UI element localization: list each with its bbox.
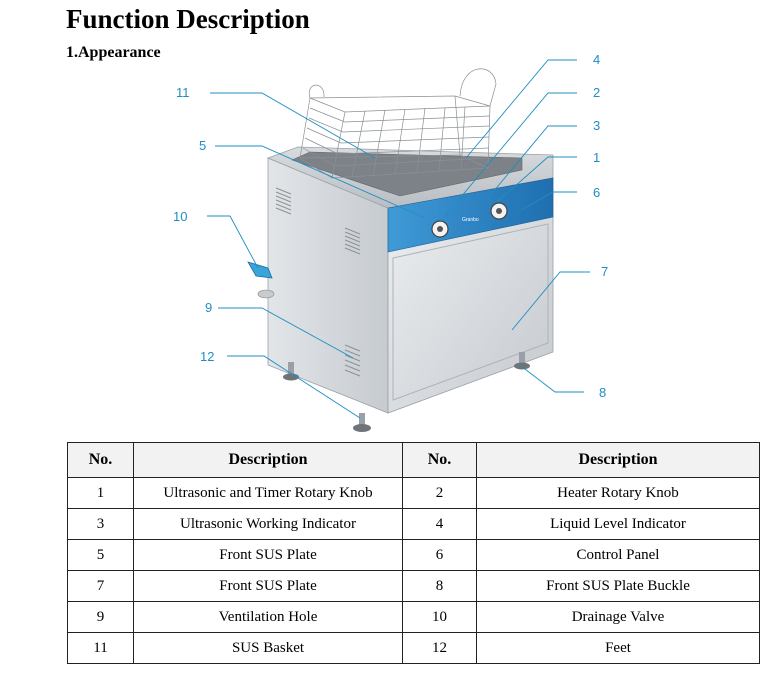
leader-12 xyxy=(227,355,361,419)
leader-2 xyxy=(439,92,577,223)
part-description: Drainage Valve xyxy=(476,601,760,633)
part-number: 8 xyxy=(402,570,477,602)
tank-opening xyxy=(291,151,523,197)
column-header-no: No. xyxy=(67,442,134,478)
column-header-no: No. xyxy=(402,442,477,478)
table-header-row: No. Description No. Description xyxy=(67,442,760,478)
callout-4: 4 xyxy=(593,52,600,67)
leader-8 xyxy=(520,365,584,393)
part-number: 7 xyxy=(67,570,134,602)
leader-9 xyxy=(218,307,354,359)
callout-8: 8 xyxy=(599,385,606,400)
column-header-description: Description xyxy=(133,442,403,478)
parts-table: No. Description No. Description 1 Ultras… xyxy=(67,442,760,664)
leader-7 xyxy=(511,271,590,331)
table-row: 5 Front SUS Plate 6 Control Panel xyxy=(67,539,760,571)
part-number: 5 xyxy=(67,539,134,571)
part-description: SUS Basket xyxy=(133,632,403,664)
part-description: Feet xyxy=(476,632,760,664)
leader-11 xyxy=(210,92,376,159)
callout-10: 10 xyxy=(173,209,187,224)
ventilation-hole-upper xyxy=(275,187,361,255)
front-sus-plate xyxy=(392,223,549,401)
part-number: 2 xyxy=(402,477,477,509)
part-description: Heater Rotary Knob xyxy=(476,477,760,509)
leader-4 xyxy=(465,59,577,159)
table-row: 9 Ventilation Hole 10 Drainage Valve xyxy=(67,601,760,633)
part-number: 4 xyxy=(402,508,477,540)
callout-3: 3 xyxy=(593,118,600,133)
table-row: 11 SUS Basket 12 Feet xyxy=(67,632,760,664)
column-header-description: Description xyxy=(476,442,760,478)
part-number: 1 xyxy=(67,477,134,509)
part-description: Front SUS Plate Buckle xyxy=(476,570,760,602)
callout-5: 5 xyxy=(199,138,206,153)
table-row: 3 Ultrasonic Working Indicator 4 Liquid … xyxy=(67,508,760,540)
sus-basket xyxy=(298,68,497,179)
section-heading: 1.Appearance xyxy=(66,44,161,61)
callout-12: 12 xyxy=(200,349,214,364)
drainage-valve xyxy=(247,261,273,279)
callout-6: 6 xyxy=(593,185,600,200)
part-description: Front SUS Plate xyxy=(133,539,403,571)
ultrasonic-cleaner-illustration: Granbo xyxy=(173,52,608,432)
callout-7: 7 xyxy=(601,264,608,279)
part-description: Ultrasonic Working Indicator xyxy=(133,508,403,540)
control-panel xyxy=(387,177,554,253)
callout-1: 1 xyxy=(593,150,600,165)
callout-leaders xyxy=(207,59,590,419)
part-description: Ventilation Hole xyxy=(133,601,403,633)
part-number: 10 xyxy=(402,601,477,633)
leader-6 xyxy=(520,191,577,211)
part-number: 11 xyxy=(67,632,134,664)
leader-10 xyxy=(207,215,259,269)
part-description: Front SUS Plate xyxy=(133,570,403,602)
callout-9: 9 xyxy=(205,300,212,315)
callout-2: 2 xyxy=(593,85,600,100)
page-title: Function Description xyxy=(66,4,310,34)
part-description: Liquid Level Indicator xyxy=(476,508,760,540)
table-row: 1 Ultrasonic and Timer Rotary Knob 2 Hea… xyxy=(67,477,760,509)
table-row: 7 Front SUS Plate 8 Front SUS Plate Buck… xyxy=(67,570,760,602)
part-description: Ultrasonic and Timer Rotary Knob xyxy=(133,477,403,509)
leader-3 xyxy=(487,125,577,199)
part-number: 3 xyxy=(67,508,134,540)
part-number: 9 xyxy=(67,601,134,633)
callout-11: 11 xyxy=(176,85,190,100)
part-number: 12 xyxy=(402,632,477,664)
panel-brand-text: Granbo xyxy=(462,217,479,223)
part-number: 6 xyxy=(402,539,477,571)
leader-5 xyxy=(215,145,426,219)
part-description: Control Panel xyxy=(476,539,760,571)
feet xyxy=(283,352,530,432)
leader-1 xyxy=(496,156,577,203)
